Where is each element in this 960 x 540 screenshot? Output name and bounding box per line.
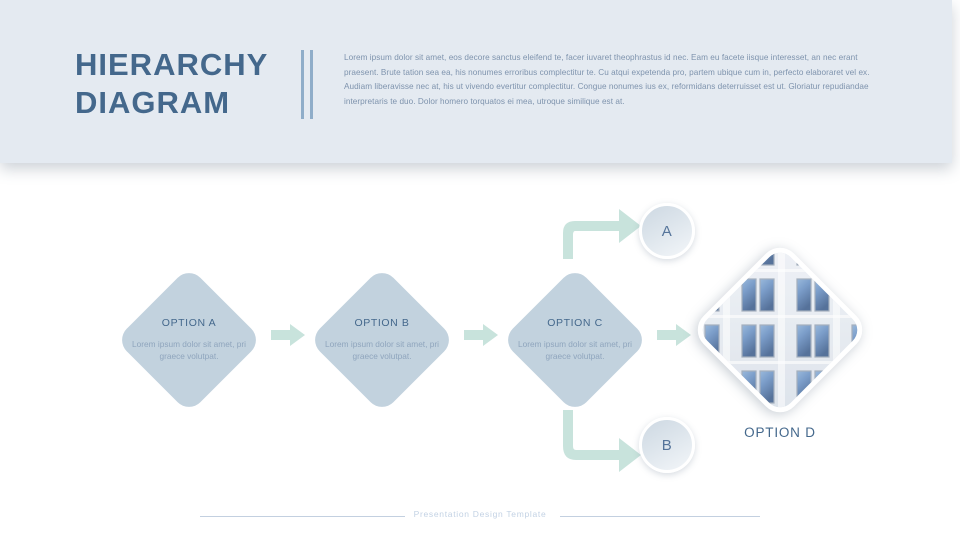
branch-node-a-label: A <box>661 222 673 240</box>
diamond-shape-b <box>308 266 456 414</box>
diamond-option-a[interactable]: OPTION A Lorem ipsum dolor sit amet, pri… <box>115 266 263 414</box>
title-divider-bars <box>297 50 319 119</box>
divider-bar-1 <box>301 50 304 119</box>
footer-text: Presentation Design Template <box>413 509 547 519</box>
arrow-a-to-b <box>271 324 305 346</box>
diamond-shape-d <box>689 239 871 421</box>
footer-rule-left <box>200 516 405 517</box>
footer: Presentation Design Template <box>0 505 960 529</box>
option-d-label: OPTION D <box>744 425 816 440</box>
diamond-option-b[interactable]: OPTION B Lorem ipsum dolor sit amet, pri… <box>308 266 456 414</box>
title-line-2: DIAGRAM <box>75 85 231 120</box>
diamond-shape-c <box>501 266 649 414</box>
page-title: HIERARCHY DIAGRAM <box>75 46 268 122</box>
footer-rule-right <box>560 516 760 517</box>
branch-node-b-label: B <box>661 436 673 454</box>
arrow-c-to-d <box>657 324 691 346</box>
divider-bar-2 <box>310 50 313 119</box>
header-paragraph: Lorem ipsum dolor sit amet, eos decore s… <box>344 53 870 106</box>
diamond-option-d[interactable] <box>689 239 871 421</box>
arrow-b-to-c <box>464 324 498 346</box>
diamond-option-c[interactable]: OPTION C Lorem ipsum dolor sit amet, pri… <box>501 266 649 414</box>
branch-arrow-to-a <box>563 207 641 273</box>
branch-arrow-to-b <box>563 410 641 476</box>
branch-node-a[interactable]: A <box>639 203 695 259</box>
diamond-shape-a <box>115 266 263 414</box>
title-line-1: HIERARCHY <box>75 47 269 82</box>
header-band: HIERARCHY DIAGRAM Lorem ipsum dolor sit … <box>0 0 952 163</box>
building-facade-image <box>689 239 871 421</box>
branch-node-b[interactable]: B <box>639 417 695 473</box>
